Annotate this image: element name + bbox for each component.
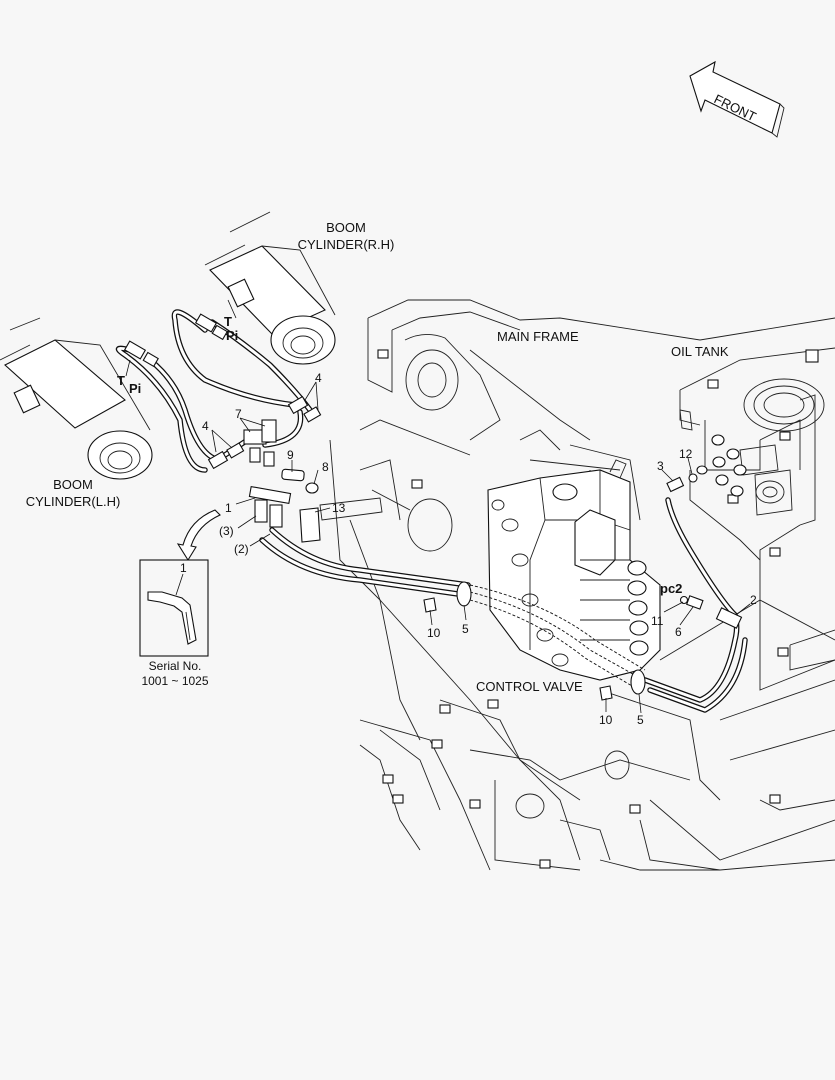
front-direction-arrow: FRONT xyxy=(689,60,785,138)
adapter-6 xyxy=(686,595,704,610)
hose-end-fitting-upper xyxy=(254,499,268,523)
callout-7: 7 xyxy=(235,407,242,421)
callout-12: 12 xyxy=(679,447,693,461)
labels: BOOM CYLINDER(R.H) BOOM CYLINDER(L.H) MA… xyxy=(26,220,757,727)
serial-inset-box xyxy=(139,559,209,657)
elbow-fitting xyxy=(715,607,743,629)
clamp-5-right xyxy=(630,669,646,695)
callout-3-paren: (3) xyxy=(219,524,234,538)
oil-tank-label: OIL TANK xyxy=(671,344,729,359)
port-label-t-lh: T xyxy=(117,373,125,388)
oring-12 xyxy=(688,473,698,483)
callout-9: 9 xyxy=(287,448,294,462)
bolt-10-left xyxy=(423,597,437,613)
bolt-9 xyxy=(281,468,305,482)
boom-cylinder-rh-label-line2: CYLINDER(R.H) xyxy=(298,237,395,252)
frame-boss-hole xyxy=(405,349,459,411)
control-valve-body xyxy=(487,459,661,681)
callout-11: 11 xyxy=(651,614,664,628)
main-frame-label: MAIN FRAME xyxy=(497,329,579,344)
callout-8: 8 xyxy=(322,460,329,474)
port-label-t-rh: T xyxy=(224,314,232,329)
callout-10-left: 10 xyxy=(427,626,441,640)
callout-4-upper: 4 xyxy=(315,371,322,385)
port-label-pi-rh: Pi xyxy=(226,328,238,343)
clamp-5-left xyxy=(456,581,472,607)
port-label-pi-lh: Pi xyxy=(129,381,141,396)
fittings xyxy=(123,313,743,701)
inset-pointer xyxy=(176,509,221,562)
oring-11 xyxy=(679,595,689,605)
bolt-10-right xyxy=(599,685,613,701)
clip-13 xyxy=(299,507,321,543)
boom-cylinder-lh-label-line2: CYLINDER(L.H) xyxy=(26,494,121,509)
callout-13: 13 xyxy=(332,501,346,515)
adapter-3 xyxy=(666,476,685,493)
hose-clamp-plate xyxy=(319,497,383,521)
boom-cylinder-lh xyxy=(0,317,153,480)
callout-1-inset: 1 xyxy=(180,561,187,575)
inset-serial-range: 1001 ~ 1025 xyxy=(141,674,208,688)
oil-tank xyxy=(679,347,835,691)
callout-10-right: 10 xyxy=(599,713,613,727)
boom-cylinder-rh-label-line1: BOOM xyxy=(326,220,366,235)
callout-6: 6 xyxy=(675,625,682,639)
callout-leaders xyxy=(125,299,751,714)
callout-2-paren: (2) xyxy=(234,542,249,556)
port-label-pc2: pc2 xyxy=(660,581,682,596)
boom-cylinder-lh-label-line1: BOOM xyxy=(53,477,93,492)
control-valve-label: CONTROL VALVE xyxy=(476,679,583,694)
callout-4-lower: 4 xyxy=(202,419,209,433)
nut-8 xyxy=(305,482,319,494)
callout-1: 1 xyxy=(225,501,232,515)
callout-5-left: 5 xyxy=(462,622,469,636)
callout-5-right: 5 xyxy=(637,713,644,727)
callout-3: 3 xyxy=(657,459,664,473)
hose-end-fitting-lower xyxy=(269,504,283,528)
inset-serial-label: Serial No. xyxy=(149,659,202,673)
hose-bracket xyxy=(248,485,292,505)
boom-cylinder-rh xyxy=(204,211,336,365)
callout-2: 2 xyxy=(750,593,757,607)
